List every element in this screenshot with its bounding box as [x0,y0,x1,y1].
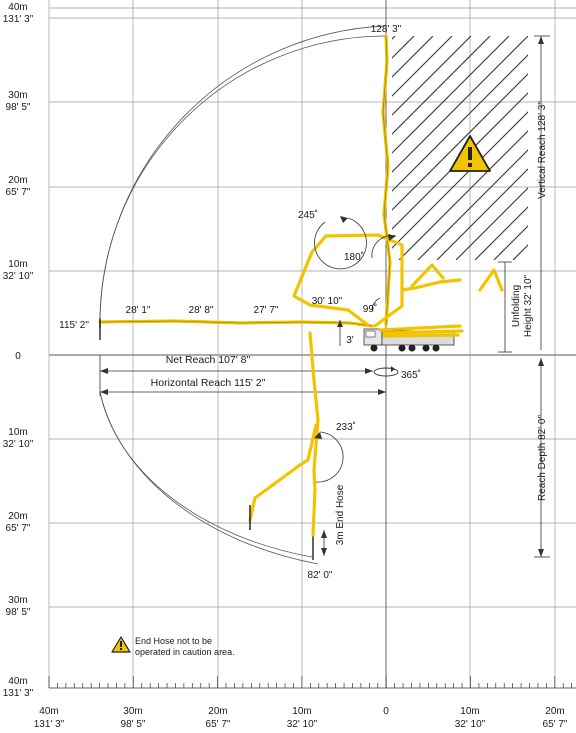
boom-horizontal [98,319,374,328]
warning-note-line2: operated in caution area. [135,647,235,657]
bottom-axis-ft-1: 98' 5" [121,719,146,730]
section-label-5: 3' [346,335,354,346]
warning-note-line1: End Hose not to be [135,636,212,646]
reach-arcs [99,25,387,565]
bottom-axis-m-0: 40m [39,706,58,717]
left-axis-ft-1: 98' 5" [6,102,31,113]
section-label-1: 28' 1" [126,305,151,316]
vertical-reach-dimension: Vertical Reach 128' 3" [534,35,550,350]
left-axis-m-2: 20m [8,175,27,186]
reach-depth-dimension: Reach Depth 82' 0" [534,358,550,558]
reach-depth-label: Reach Depth 82' 0" [537,415,548,502]
bottom-axis-m-1: 30m [123,706,142,717]
rotation-icon [373,366,399,377]
angle-label-233: 233˚ [336,421,356,433]
bottom-axis-ft-6: 65' 7" [543,719,568,730]
bottom-axis-labels: 40m 131' 3" 30m 98' 5" 20m 65' 7" 10m 32' 10" 0 1… [34,706,568,730]
boom-downward [248,331,320,537]
bottom-axis-ft-5: 32' 10" [455,719,486,730]
vertical-reach-label: Vertical Reach 128' 3" [537,101,548,199]
unfolding-height-line1: Unfolding [511,285,522,327]
angle-arcs [314,216,397,483]
left-axis-m-3: 10m [8,259,27,270]
left-axis-ft-5: 32' 10" [3,439,34,450]
left-axis-ft-6: 65' 7" [6,523,31,534]
bottom-axis-m-6: 20m [545,706,564,717]
bottom-depth-label: 82' 0" [308,570,333,581]
section-label-3: 27' 7" [254,305,279,316]
bottom-axis-ft-3: 32' 10" [287,719,318,730]
end-hose-label: 3m End Hose [335,484,346,545]
left-axis-m-0: 40m [8,2,27,13]
angle-label-245: 245˚ [298,209,318,221]
section-label-4: 30' 10" [312,296,343,307]
bottom-axis-ft-2: 65' 7" [206,719,231,730]
angle-label-180: 180˚ [344,251,364,263]
bottom-axis-m-2: 20m [208,706,227,717]
left-axis-ft-4: 0 [15,351,21,362]
left-axis-m-5: 10m [8,427,27,438]
warning-note: End Hose not to be operated in caution a… [111,636,235,657]
left-reach-label: 115' 2" [59,320,89,331]
bottom-ruler [48,676,576,689]
pump-truck [363,324,464,352]
net-reach-label: Net Reach 107' 8" [166,354,251,366]
horizontal-reach-dimension: Horizontal Reach 115' 2" [99,355,386,396]
boom-unfolded [292,233,504,328]
caution-area [392,36,528,260]
section-label-2: 28' 8" [189,305,214,316]
horizontal-reach-label: Horizontal Reach 115' 2" [151,377,266,389]
net-reach-dimension: Net Reach 107' 8" [100,354,373,374]
unfolding-height-dimension: Unfolding Height 32' 10" [498,261,534,353]
left-axis-ft-0: 131' 3" [3,14,34,25]
left-axis-m-1: 30m [8,90,27,101]
left-axis-ft-7: 98' 5" [6,607,31,618]
left-axis-ft-2: 65' 7" [6,187,31,198]
warning-icon [449,135,491,172]
left-axis-ft-3: 32' 10" [3,271,34,282]
top-height-label: 128' 3" [371,24,402,35]
left-axis-m-8: 40m [8,676,27,687]
boom-vertical [381,34,392,327]
bottom-axis-m-4: 0 [383,706,389,717]
bottom-axis-ft-0: 131' 3" [34,719,65,730]
bottom-axis-m-3: 10m [292,706,311,717]
angle-label-99: 99˚ [363,303,377,315]
unfolding-height-line2: Height 32' 10" [523,274,534,337]
rotation-label: 365˚ [401,369,421,381]
left-axis-m-7: 30m [8,595,27,606]
bottom-axis-m-5: 10m [460,706,479,717]
left-axis-ft-8: 131' 3" [3,688,34,699]
left-axis-m-6: 20m [8,511,27,522]
